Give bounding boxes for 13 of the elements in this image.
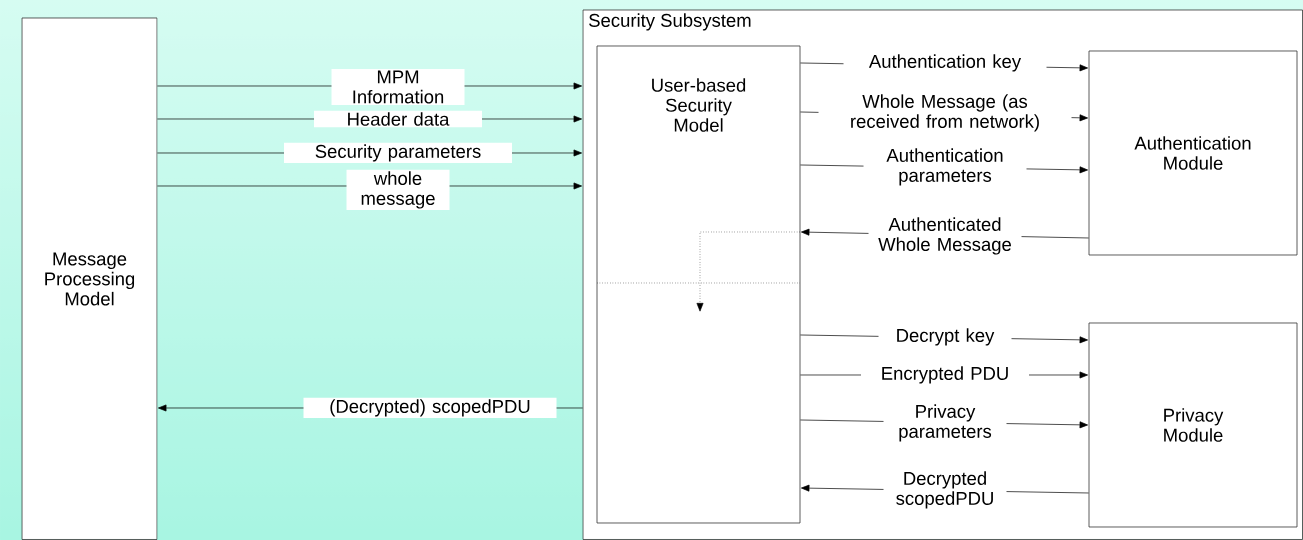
module-box: Authentication Module (1088, 50, 1298, 256)
edge-label: Authentication parameters (863, 146, 1027, 188)
edge-label: Privacy parameters (883, 402, 1007, 444)
edge-label: MPM Information (331, 69, 465, 105)
module-box: Privacy Module (1088, 322, 1298, 528)
edge-label: Decrypted scopedPDU (883, 469, 1007, 511)
model-box: User-based Security Model (596, 45, 801, 524)
edge-label: Whole Message (as received from network) (818, 92, 1072, 134)
edge-label: Authenticated Whole Message (868, 215, 1022, 257)
edge-label: whole message (346, 169, 450, 211)
model-box: Message Processing Model (21, 17, 158, 540)
edge-label: Encrypted PDU (861, 364, 1029, 386)
edge-label: Security parameters (284, 142, 512, 164)
